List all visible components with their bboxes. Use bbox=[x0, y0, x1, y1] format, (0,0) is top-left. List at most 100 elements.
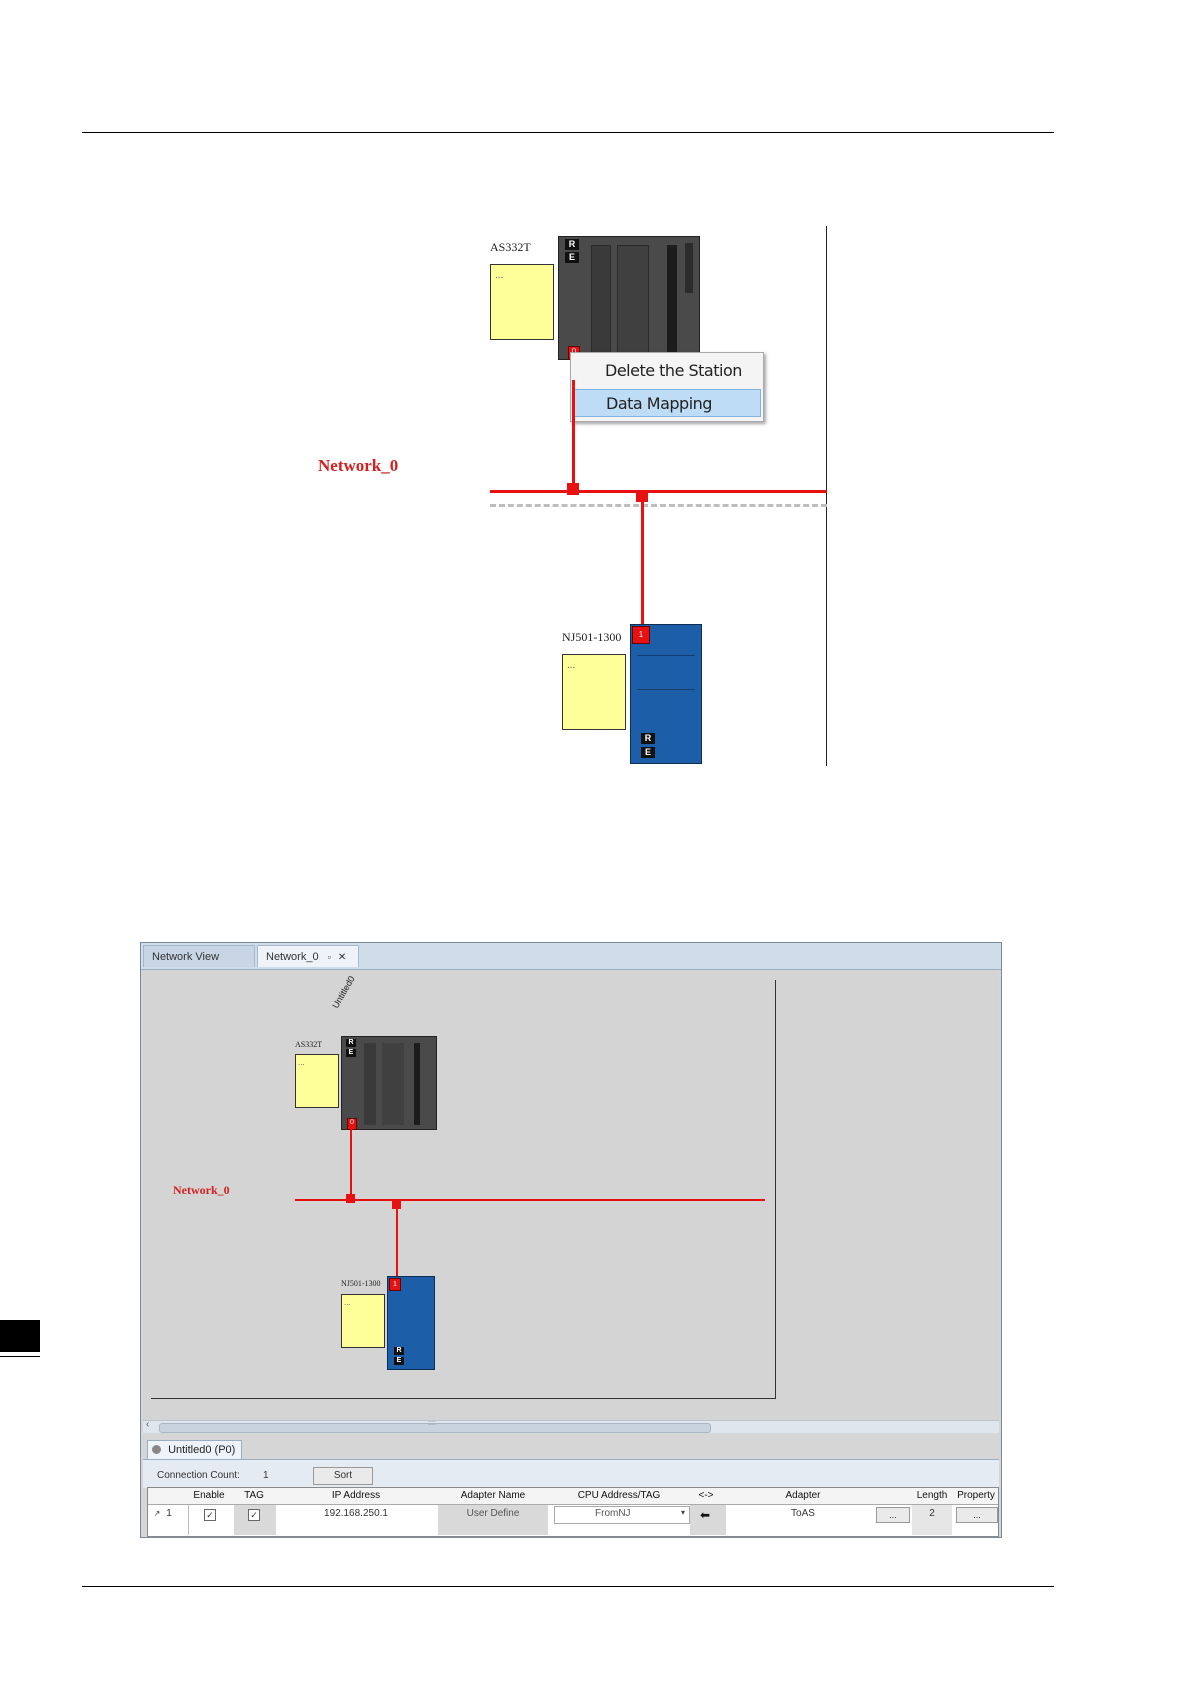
menu-item-delete-station[interactable]: Delete the Station bbox=[605, 361, 742, 380]
header-row-background bbox=[148, 1488, 998, 1505]
bus-node bbox=[567, 483, 579, 495]
chevron-down-icon[interactable]: ▾ bbox=[680, 1508, 685, 1517]
bottom-drop-line bbox=[641, 498, 644, 654]
top-station-port[interactable]: 0 bbox=[347, 1118, 357, 1130]
menu-item-data-mapping[interactable]: Data Mapping bbox=[573, 389, 761, 417]
length-cell: 2 bbox=[929, 1508, 935, 1519]
ip-address-cell[interactable]: 192.168.250.1 bbox=[324, 1508, 388, 1519]
tag-checkbox[interactable]: ✓ bbox=[248, 1509, 260, 1521]
bus-node bbox=[346, 1194, 355, 1203]
col-header-property: Property bbox=[957, 1490, 995, 1501]
top-drop-line bbox=[572, 380, 575, 490]
run-badge: R bbox=[565, 239, 579, 250]
bus-node bbox=[636, 490, 648, 502]
tab-label: Network_0 bbox=[266, 951, 319, 963]
plc-slot bbox=[382, 1043, 404, 1125]
tab-network-view[interactable]: Network View bbox=[143, 945, 255, 967]
error-badge: E bbox=[565, 252, 579, 263]
document-tab-bar: Network View Network_0 ▫ ✕ bbox=[141, 943, 1001, 970]
canvas-right-border bbox=[826, 226, 827, 766]
arrow-left-icon[interactable]: ⬅ bbox=[700, 1508, 711, 1522]
bottom-rule bbox=[82, 1586, 1054, 1587]
network-label: Network_0 bbox=[173, 1183, 230, 1197]
col-header-enable: Enable bbox=[193, 1490, 225, 1501]
error-badge: E bbox=[641, 747, 655, 758]
network-bus[interactable] bbox=[295, 1199, 765, 1201]
run-badge: R bbox=[346, 1039, 356, 1047]
plc-slot bbox=[591, 245, 611, 357]
network-editor-window: Network View Network_0 ▫ ✕ Untitled0 AS3… bbox=[140, 942, 1002, 1538]
bottom-station-plc[interactable]: R E bbox=[387, 1276, 435, 1370]
top-station-model-label: AS332T bbox=[295, 1040, 323, 1049]
close-icon[interactable]: ✕ bbox=[337, 952, 347, 963]
scroll-grip: :::: bbox=[428, 1420, 436, 1427]
row-marker-icon: ↗ bbox=[153, 1509, 161, 1518]
enable-cell bbox=[188, 1505, 233, 1535]
chapter-tab-underline bbox=[0, 1356, 40, 1357]
note-dots: ... bbox=[495, 270, 504, 281]
scroll-left-arrow-icon[interactable]: ‹ bbox=[146, 1419, 150, 1430]
adapter-tag-cell[interactable]: ToAS bbox=[791, 1508, 815, 1519]
scroll-thumb[interactable]: :::: bbox=[159, 1420, 711, 1433]
col-header-tag: TAG bbox=[244, 1490, 264, 1501]
dashed-separator bbox=[490, 504, 827, 507]
bottom-station-note[interactable]: ... bbox=[341, 1294, 385, 1348]
col-header-ip: IP Address bbox=[331, 1490, 381, 1501]
plc-panel-divider bbox=[637, 655, 695, 656]
top-rule bbox=[82, 132, 1054, 133]
top-station-model-label: AS332T bbox=[490, 240, 531, 254]
col-header-adapter-name: Adapter Name bbox=[460, 1490, 526, 1501]
plc-slot bbox=[617, 245, 649, 357]
col-header-length: Length bbox=[916, 1490, 948, 1501]
figure-context-menu: AS332T ... R E 0 Delete the Station Data… bbox=[300, 220, 840, 770]
plc-terminal-strip bbox=[685, 243, 693, 293]
top-station-note[interactable]: ... bbox=[490, 264, 554, 340]
adapter-browse-button[interactable]: ... bbox=[876, 1507, 910, 1523]
network-bus[interactable] bbox=[490, 490, 827, 493]
pin-icon[interactable]: ▫ bbox=[327, 952, 331, 962]
note-dots: ... bbox=[567, 660, 576, 671]
error-badge: E bbox=[394, 1357, 404, 1365]
length-cell-bg bbox=[912, 1505, 952, 1535]
station-name-label: Untitled0 bbox=[330, 974, 357, 1010]
bottom-station-port[interactable]: 1 bbox=[389, 1278, 401, 1291]
top-station-plc[interactable]: R E bbox=[558, 236, 700, 360]
data-mapping-table: Enable TAG IP Address Adapter Name CPU A… bbox=[147, 1487, 999, 1537]
network-canvas[interactable]: Untitled0 AS332T ... R E 0 Network_0 NJ5… bbox=[143, 970, 999, 1420]
bottom-station-plc[interactable]: R E bbox=[630, 624, 702, 764]
property-button[interactable]: ... bbox=[956, 1507, 998, 1523]
bottom-station-model-label: NJ501-1300 bbox=[341, 1279, 381, 1288]
tab-network-0[interactable]: Network_0 ▫ ✕ bbox=[257, 945, 359, 967]
plc-connector bbox=[414, 1043, 420, 1125]
error-badge: E bbox=[346, 1049, 356, 1057]
cpu-tag-value: FromNJ bbox=[595, 1508, 631, 1519]
enable-checkbox[interactable]: ✓ bbox=[204, 1509, 216, 1521]
run-badge: R bbox=[641, 733, 655, 744]
network-label: Network_0 bbox=[318, 456, 399, 475]
bottom-station-port[interactable]: 1 bbox=[632, 626, 650, 644]
tab-untitled0-p0[interactable]: Untitled0 (P0) bbox=[147, 1440, 243, 1460]
bottom-station-note[interactable]: ... bbox=[562, 654, 626, 730]
sort-button[interactable]: Sort bbox=[313, 1467, 373, 1485]
connection-count-value: 1 bbox=[263, 1470, 269, 1481]
context-menu: Delete the Station Data Mapping bbox=[570, 352, 764, 422]
plc-panel-divider bbox=[637, 689, 695, 690]
direction-cell bbox=[690, 1505, 726, 1535]
horizontal-scrollbar[interactable]: ‹ :::: bbox=[143, 1419, 999, 1433]
station-status-icon bbox=[152, 1445, 161, 1454]
note-dots: ... bbox=[298, 1058, 305, 1067]
bottom-station-model-label: NJ501-1300 bbox=[562, 630, 622, 644]
col-header-cpu-tag: CPU Address/TAG bbox=[577, 1490, 661, 1501]
bottom-drop-line bbox=[396, 1201, 398, 1295]
adapter-name-cell-bg bbox=[438, 1505, 548, 1535]
cpu-tag-dropdown[interactable]: FromNJ ▾ bbox=[554, 1506, 690, 1524]
row-index: 1 bbox=[166, 1508, 172, 1519]
canvas-frame-bottom bbox=[151, 1398, 776, 1399]
top-station-plc[interactable]: R E bbox=[341, 1036, 437, 1130]
canvas-frame-right bbox=[775, 980, 776, 1398]
top-drop-line bbox=[350, 1128, 352, 1200]
adapter-name-cell: User Define bbox=[466, 1508, 520, 1519]
top-station-note[interactable]: ... bbox=[295, 1054, 339, 1108]
col-header-adapter: Adapter bbox=[785, 1490, 821, 1501]
note-dots: ... bbox=[344, 1298, 351, 1307]
